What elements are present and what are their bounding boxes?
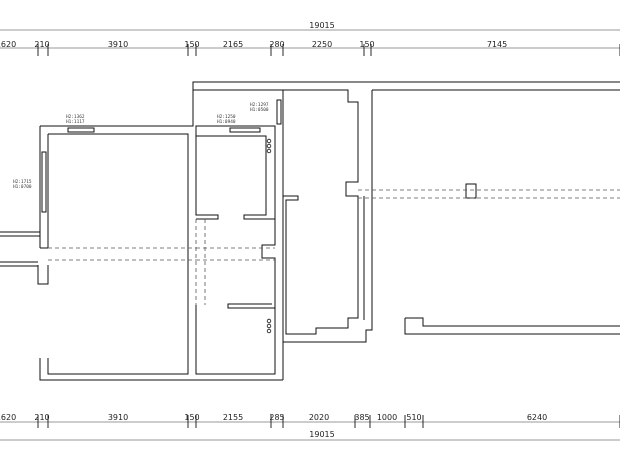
window-label-4-h2: H2:1297	[250, 102, 269, 108]
corridor-window	[276, 99, 282, 125]
top-bedroom-window	[67, 127, 95, 133]
middle-outer-wall	[192, 82, 283, 220]
bottom-dim-9: 1000	[377, 413, 397, 422]
right-room-wall	[283, 81, 620, 343]
fixture-circle	[266, 318, 272, 324]
top-dim-4: 150	[184, 40, 199, 49]
top-dim-9: 7145	[487, 40, 507, 49]
window-label-3-h2: H2:1250	[217, 114, 236, 120]
top-dimension-chain: 19015 1620 210 3910 150 2165 280 2250 15…	[0, 21, 620, 56]
top-dim-6: 280	[269, 40, 284, 49]
fixture-circle	[266, 323, 272, 329]
bottom-dim-6: 285	[269, 413, 284, 422]
living-core-wall	[283, 89, 359, 335]
walls	[0, 81, 620, 381]
fixture-circle	[266, 138, 272, 144]
bottom-ticks	[37, 415, 620, 428]
right-lower-wall	[404, 317, 620, 335]
bottom-dim-1: 1620	[0, 413, 16, 422]
bottom-total-dimension: 19015	[309, 430, 334, 439]
window-label-4-h1: H1:0500	[250, 107, 269, 113]
bottom-dim-5: 2155	[223, 413, 243, 422]
window-label-1-h2: H2:1715	[13, 179, 32, 185]
column-marker	[465, 183, 477, 199]
top-dim-5: 2165	[223, 40, 243, 49]
window-label-2-h1: H1:1117	[66, 119, 85, 125]
bathroom-upper-wall	[195, 136, 219, 220]
fixture-circle	[266, 148, 272, 154]
left-room-outer-wall	[37, 81, 372, 381]
fixture-circle	[266, 328, 272, 334]
bottom-dim-2: 210	[34, 413, 49, 422]
top-dim-7: 2250	[312, 40, 332, 49]
top-dim-8: 150	[359, 40, 374, 49]
central-partition	[261, 90, 284, 380]
top-total-dimension: 19015	[309, 21, 334, 30]
bottom-dim-3: 3910	[108, 413, 128, 422]
bathroom-window	[229, 127, 261, 133]
fixture-circle	[266, 143, 272, 149]
bottom-dim-7: 2020	[309, 413, 329, 422]
top-dim-2: 210	[34, 40, 49, 49]
bottom-dim-8: 385	[354, 413, 369, 422]
top-dim-1: 1620	[0, 40, 16, 49]
beam-lines	[48, 189, 620, 305]
bathroom-lower-wall	[195, 303, 276, 375]
bottom-dim-10: 510	[406, 413, 421, 422]
window-labels: H2:1715 H1:0700 H2:1362 H1:1117 H2:1250 …	[13, 102, 269, 190]
window-label-2-h2: H2:1362	[66, 114, 85, 120]
window-label-1-h1: H1:0700	[13, 184, 32, 190]
left-bedroom-window	[41, 151, 47, 213]
window-label-3-h1: H1:0940	[217, 119, 236, 125]
top-ticks	[37, 44, 620, 56]
bottom-dimension-chain: 1620 210 3910 150 2155 285 2020 385 1000…	[0, 413, 620, 441]
left-room-inner-wall	[47, 133, 189, 375]
bottom-dim-11: 6240	[527, 413, 547, 422]
top-dim-3: 3910	[108, 40, 128, 49]
fixtures	[266, 138, 272, 334]
bottom-dim-4: 150	[184, 413, 199, 422]
